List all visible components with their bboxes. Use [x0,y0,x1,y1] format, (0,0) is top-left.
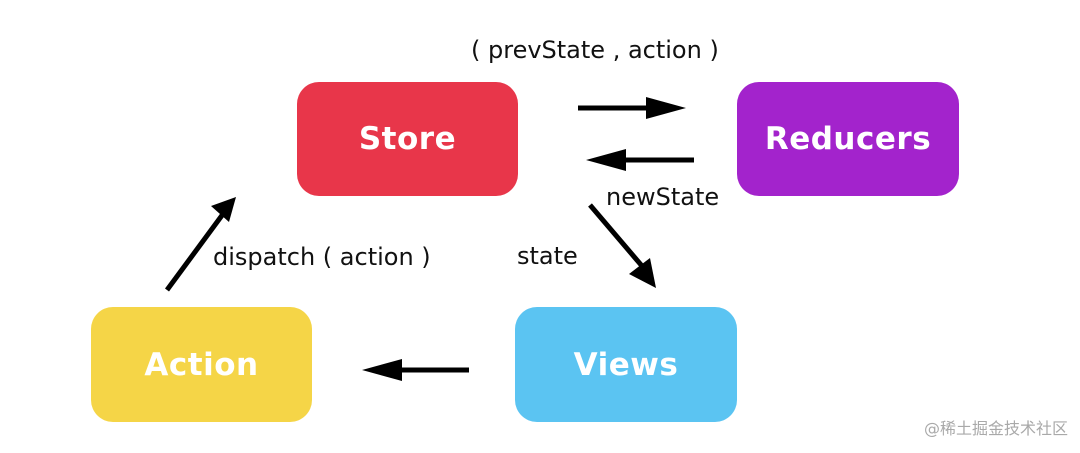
reducers-label: Reducers [764,121,932,157]
edge-label-newstate: newState [606,183,720,211]
store-label: Store [358,121,457,157]
arrow-store-to-views [588,203,656,288]
arrow-store-to-reducers [578,97,686,119]
action-label: Action [144,346,259,383]
edge-label-dispatch-action: dispatch ( action ) [213,243,431,271]
edge-label-prevstate-action: ( prevState , action ) [471,36,719,64]
arrow-reducers-to-store [586,149,694,171]
arrow-views-to-action [362,359,469,381]
reducers-node: Reducers [737,82,959,196]
action-node: Action [91,307,312,422]
views-node: Views [515,307,737,422]
store-node: Store [297,82,518,196]
watermark: @稀土掘金技术社区 [923,419,1068,438]
views-label: Views [573,346,679,383]
arrow-action-to-store [164,197,236,292]
edge-label-state: state [517,242,578,270]
